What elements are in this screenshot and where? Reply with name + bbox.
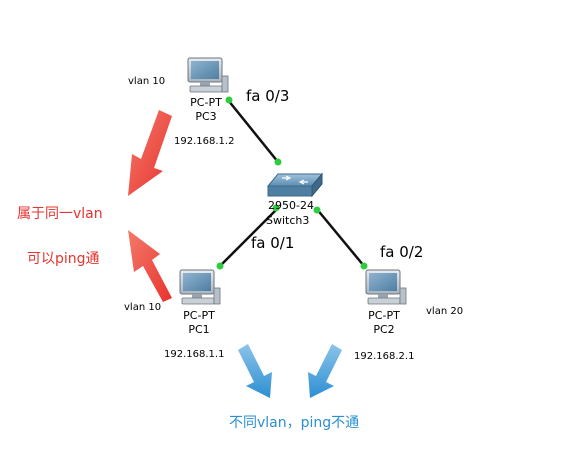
pc3-port-label: fa 0/3 xyxy=(246,87,290,105)
blue-arrow-left xyxy=(238,344,272,398)
pc2-name-label: PC2 xyxy=(373,323,395,336)
link-dot xyxy=(313,206,321,214)
pc2-vlan-label: vlan 20 xyxy=(426,306,464,317)
pc1-port-label: fa 0/1 xyxy=(251,234,295,252)
pc1-icon[interactable] xyxy=(179,269,221,305)
link-dot xyxy=(360,262,368,270)
pc2-port-label: fa 0/2 xyxy=(380,243,424,261)
same-vlan-note: 属于同一vlan xyxy=(17,206,103,222)
pc3-vlan-label: vlan 10 xyxy=(128,76,166,87)
red-arrow-up xyxy=(128,110,172,196)
link-dot xyxy=(216,262,224,270)
link-dot xyxy=(274,158,282,166)
diff-vlan-note: 不同vlan，ping不通 xyxy=(229,415,360,431)
switch-name-label: Switch3 xyxy=(266,214,310,227)
pc3-type-label: PC-PT xyxy=(190,96,222,109)
can-ping-note: 可以ping通 xyxy=(27,251,100,267)
pc1-type-label: PC-PT xyxy=(183,309,215,322)
link-pc1-switch xyxy=(219,207,279,267)
pc2-ip-label: 192.168.2.1 xyxy=(354,351,415,362)
pc2-type-label: PC-PT xyxy=(368,309,400,322)
link-pc2-switch xyxy=(315,207,365,267)
blue-arrow-right xyxy=(308,344,342,398)
pc3-ip-label: 192.168.1.2 xyxy=(174,136,235,147)
pc2-icon[interactable] xyxy=(365,269,407,305)
pc1-vlan-label: vlan 10 xyxy=(124,302,162,313)
switch-icon[interactable] xyxy=(266,172,324,198)
pc1-ip-label: 192.168.1.1 xyxy=(164,349,225,360)
pc1-name-label: PC1 xyxy=(188,323,210,336)
red-arrow-down xyxy=(128,230,172,302)
link-pc3-switch xyxy=(227,99,279,163)
pc3-name-label: PC3 xyxy=(195,110,217,123)
link-dot xyxy=(272,204,280,212)
pc3-icon[interactable] xyxy=(187,57,229,93)
switch-model-label: 2950-24 xyxy=(268,199,314,212)
link-dot xyxy=(225,96,233,104)
